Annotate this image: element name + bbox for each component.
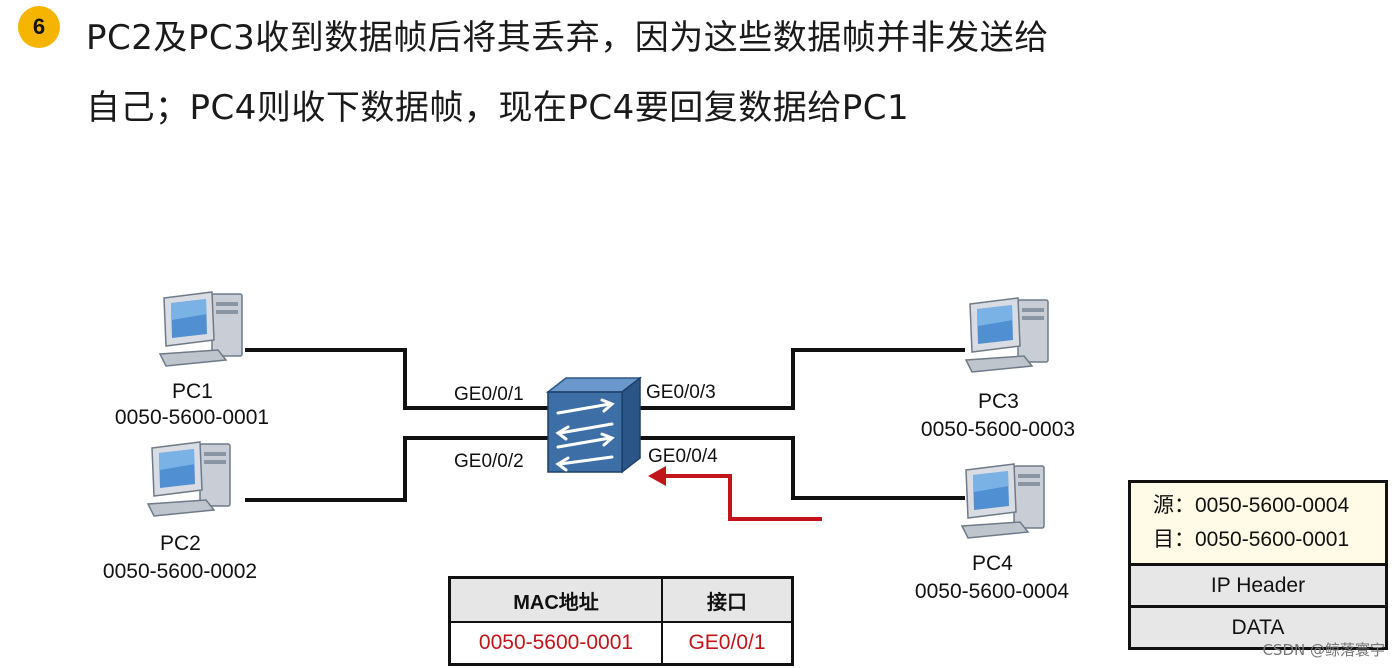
link-pc1-switch: [245, 348, 550, 410]
link-pc4-switch: [625, 436, 965, 500]
pc3-computer-icon: [965, 297, 1049, 373]
port-label-ge001: GE0/0/1: [454, 384, 524, 405]
pc1-computer-icon: [159, 291, 243, 367]
mac-table-header-mac: MAC地址: [448, 576, 663, 623]
pc2-name: PC2: [160, 532, 201, 555]
frame-ip-header: IP Header: [1131, 566, 1385, 605]
mac-table-header-port: 接口: [661, 576, 794, 623]
link-pc3-switch: [625, 348, 965, 410]
frame-source-mac: 源：0050-5600-0004: [1153, 494, 1350, 517]
pc4-mac: 0050-5600-0004: [914, 580, 1070, 603]
pc4-computer-icon: [961, 463, 1045, 539]
pc1-name: PC1: [172, 380, 213, 403]
pc3-name: PC3: [978, 390, 1019, 413]
mac-address-table: MAC地址 接口 0050-5600-0001 GE0/0/1: [448, 576, 794, 666]
switch-icon: [545, 376, 643, 474]
watermark: CSDN @鲸落寰宇: [1262, 641, 1385, 659]
mac-table-cell-port: GE0/0/1: [661, 621, 794, 666]
reply-direction-arrow: [664, 474, 822, 521]
mac-table-cell-mac: 0050-5600-0001: [448, 621, 663, 666]
step-number-badge: 6: [18, 6, 60, 48]
frame-data: DATA: [1131, 605, 1385, 647]
heading-line-1: PC2及PC3收到数据帧后将其丢弃，因为这些数据帧并非发送给: [86, 18, 1049, 58]
pc2-mac: 0050-5600-0002: [102, 560, 258, 583]
pc3-mac: 0050-5600-0003: [920, 418, 1076, 441]
frame-structure: 源：0050-5600-0004 目：0050-5600-0001 IP Hea…: [1128, 480, 1388, 650]
pc1-mac: 0050-5600-0001: [114, 406, 270, 429]
table-row: 0050-5600-0001 GE0/0/1: [448, 621, 794, 666]
port-label-ge003: GE0/0/3: [646, 382, 716, 403]
reply-arrow-head: [648, 466, 666, 486]
port-label-ge004: GE0/0/4: [648, 446, 718, 467]
frame-address-block: 源：0050-5600-0004 目：0050-5600-0001: [1131, 483, 1385, 566]
pc4-name: PC4: [972, 552, 1013, 575]
frame-destination-mac: 目：0050-5600-0001: [1153, 528, 1350, 551]
heading-line-2: 自己；PC4则收下数据帧，现在PC4要回复数据给PC1: [86, 88, 910, 128]
link-pc2-switch: [245, 436, 550, 502]
pc2-computer-icon: [147, 441, 231, 517]
port-label-ge002: GE0/0/2: [454, 451, 524, 472]
